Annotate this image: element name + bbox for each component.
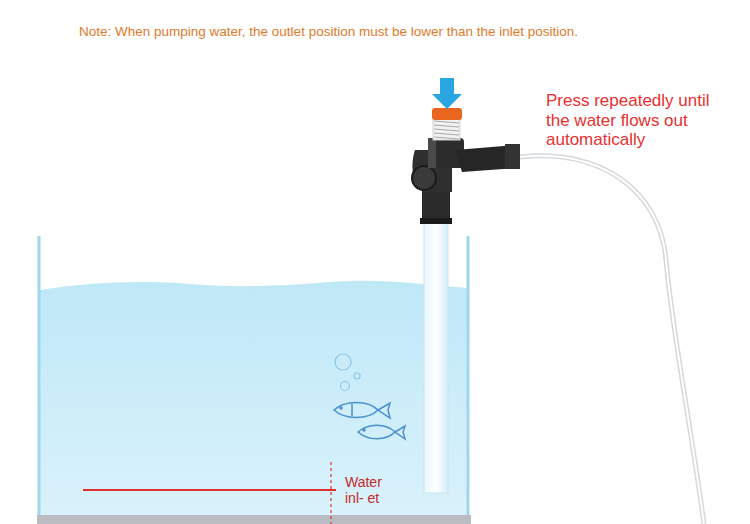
spring-coil: [434, 121, 459, 123]
pump-body: [412, 138, 520, 224]
bubble: [335, 354, 351, 370]
water: [40, 281, 467, 515]
inlet-label: Water inl- et: [345, 474, 393, 506]
instruction-text: Press repeatedly until the water flows o…: [546, 91, 734, 150]
inlet-marker: [330, 462, 331, 524]
bubble: [354, 373, 360, 379]
spring-coil: [434, 137, 459, 139]
inlet-level-line: [83, 489, 336, 491]
spring-coil: [434, 125, 459, 127]
tank-base: [37, 515, 471, 524]
suction-tube: [424, 215, 448, 493]
spring-coil: [434, 133, 459, 135]
spring-coils: [434, 121, 459, 139]
note-text: Note: When pumping water, the outlet pos…: [79, 24, 746, 40]
fish: [334, 403, 390, 419]
tank-wall: [467, 236, 470, 516]
press-arrow: [432, 78, 462, 109]
hose: [520, 156, 704, 524]
pump-button: [432, 108, 462, 120]
bubble: [341, 382, 350, 391]
pump-spring: [433, 118, 460, 140]
tank-wall: [38, 236, 41, 516]
spring-coil: [434, 129, 459, 131]
hose: [520, 156, 704, 524]
fish: [358, 425, 405, 439]
